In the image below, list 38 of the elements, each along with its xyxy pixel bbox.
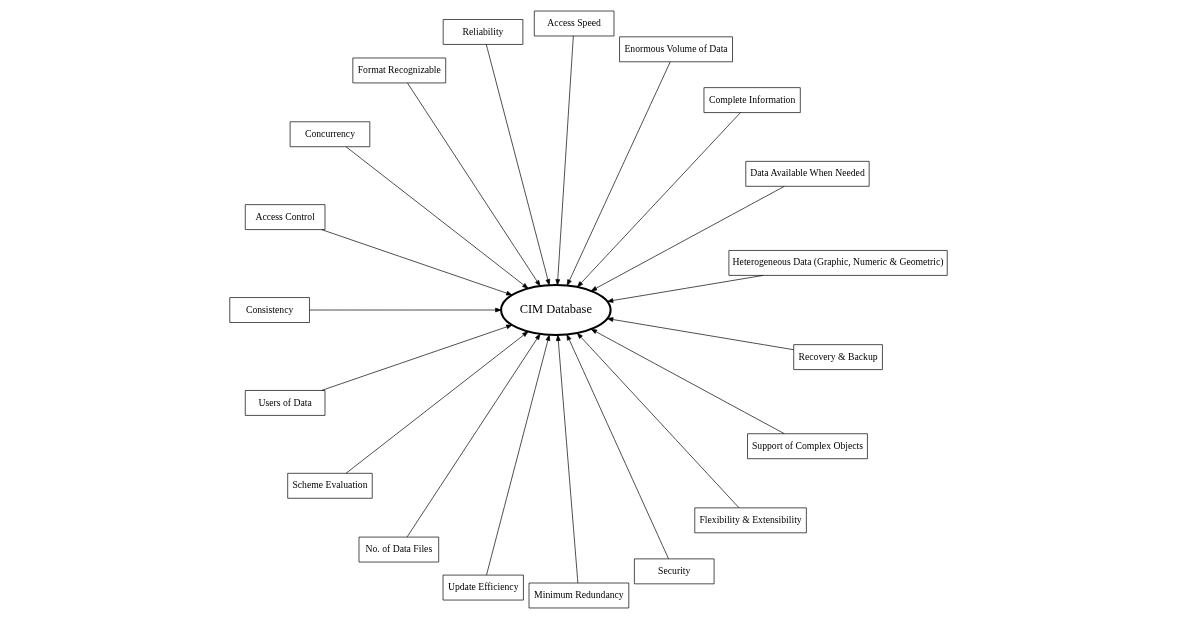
- node-box: Minimum Redundancy: [528, 582, 630, 609]
- node-box: Security: [634, 558, 715, 585]
- node-box: Format Recognizable: [352, 57, 447, 84]
- node-box: Flexibility & Extensibility: [694, 507, 807, 534]
- node-box: Scheme Evaluation: [287, 472, 373, 499]
- arrow: [607, 317, 794, 351]
- node-box: Users of Data: [244, 390, 326, 416]
- node-box: Reliability: [442, 19, 524, 45]
- node-box: No. of Data Files: [358, 536, 440, 563]
- node-box: Access Speed: [533, 10, 615, 37]
- node-box: Recovery & Backup: [793, 344, 883, 370]
- node-box: Access Control: [244, 204, 326, 230]
- arrow: [406, 333, 541, 538]
- node-box: Heterogeneous Data (Graphic, Numeric & Geometric): [728, 250, 948, 276]
- arrow: [590, 186, 785, 292]
- arrow: [556, 334, 579, 584]
- node-box: Concurrency: [289, 121, 371, 148]
- node-box: Consistency: [229, 297, 310, 323]
- arrow: [555, 35, 574, 286]
- arrow: [566, 334, 669, 560]
- arrow: [345, 331, 529, 474]
- node-box: Update Efficiency: [442, 574, 524, 601]
- arrow: [309, 307, 502, 313]
- arrow: [486, 334, 551, 576]
- node-box: Support of Complex Objects: [747, 433, 868, 460]
- arrow: [590, 328, 785, 434]
- arrow: [407, 82, 541, 287]
- node-box: Enormous Volume of Data: [619, 36, 733, 63]
- arrow: [321, 229, 513, 296]
- arrow: [566, 61, 671, 286]
- arrow: [345, 146, 529, 289]
- arrow: [577, 112, 741, 288]
- arrow: [607, 275, 764, 303]
- node-box: Complete Information: [703, 87, 801, 113]
- arrow: [576, 332, 740, 509]
- node-box: Data Available When Needed: [745, 161, 870, 187]
- arrow: [485, 44, 551, 286]
- arrow: [321, 324, 513, 391]
